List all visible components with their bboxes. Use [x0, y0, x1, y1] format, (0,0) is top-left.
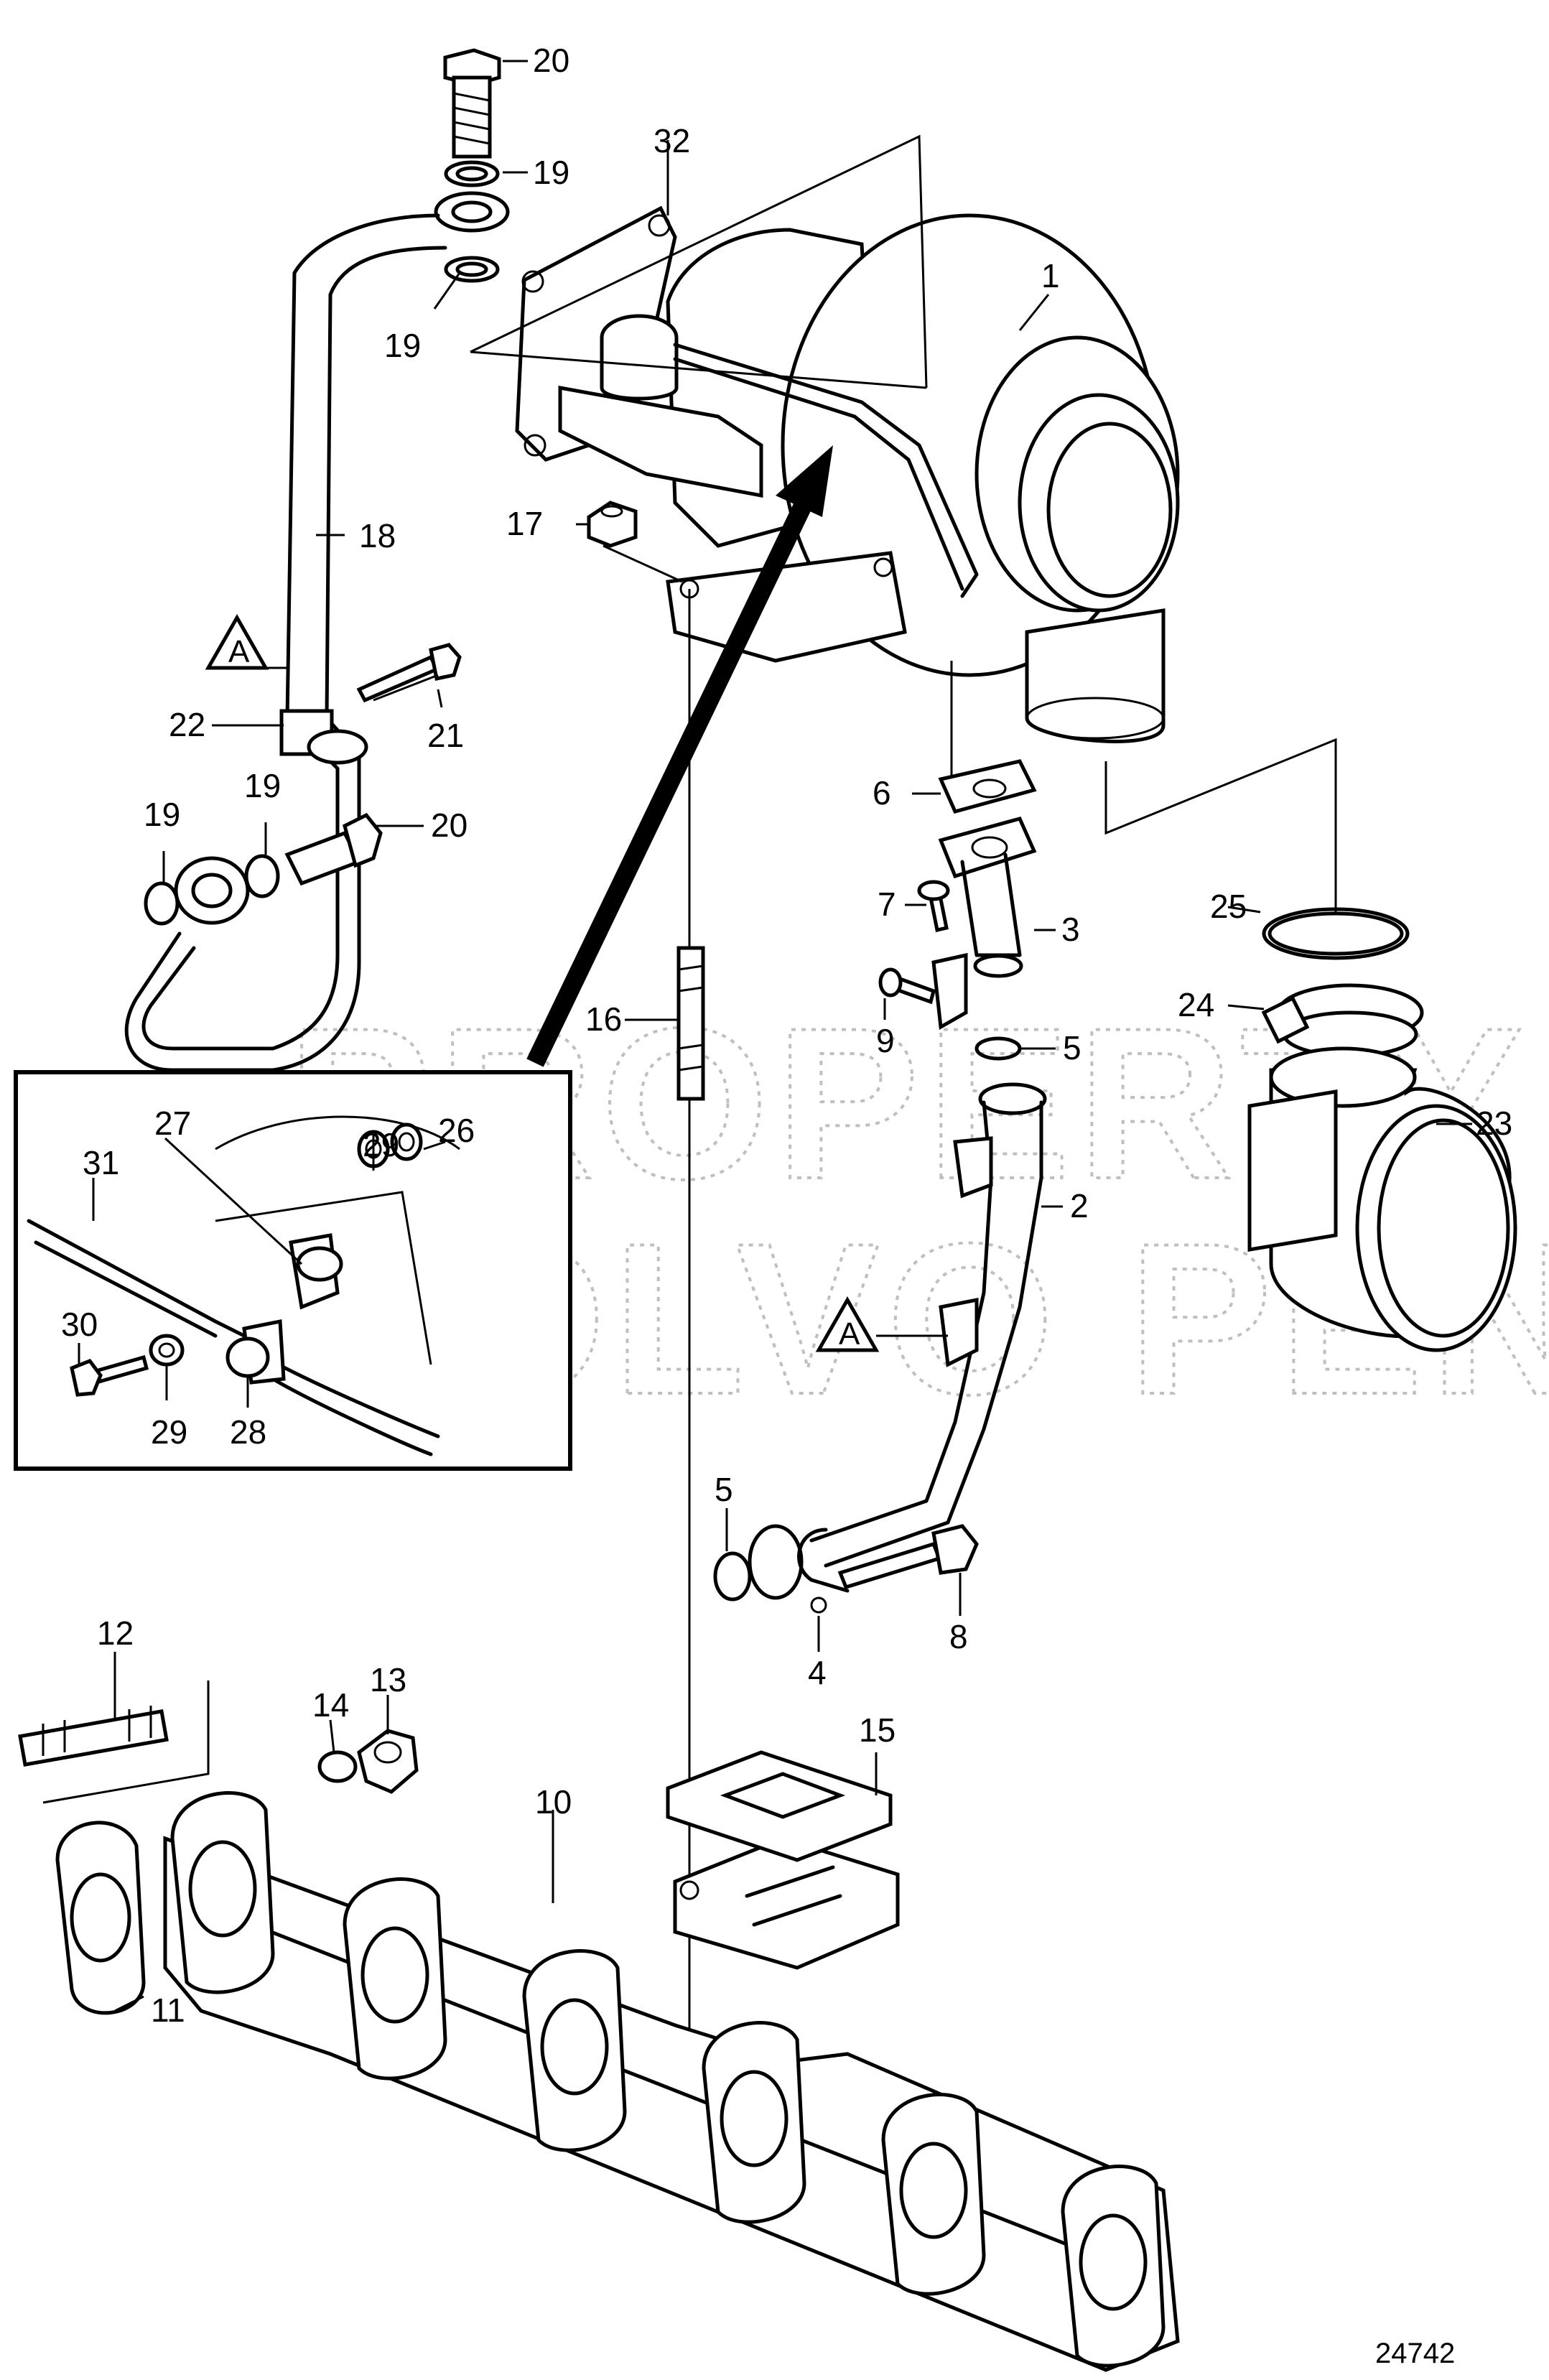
callout-5-lower: 5	[715, 1471, 733, 1508]
oil-feed-pipe	[124, 48, 510, 1072]
callout-23: 23	[1476, 1105, 1512, 1142]
callout-14: 14	[312, 1686, 349, 1724]
callout-18: 18	[359, 517, 396, 554]
callout-28: 28	[230, 1413, 266, 1451]
callout-13: 13	[370, 1661, 406, 1698]
callout-11: 11	[151, 1991, 185, 2029]
callout-17: 17	[506, 505, 543, 542]
callout-15: 15	[859, 1711, 896, 1749]
callout-1: 1	[1041, 257, 1060, 294]
callout-27: 27	[154, 1105, 191, 1142]
callout-labels: 20 19 19 32 1 18 17 21 22 19 19 20 6 7 3…	[61, 42, 1512, 2029]
callout-24: 24	[1178, 986, 1214, 1023]
marker-a-lower: A	[839, 1316, 860, 1352]
callout-26: 26	[438, 1112, 475, 1149]
callout-10: 10	[535, 1783, 572, 1821]
marker-a-upper: A	[228, 634, 250, 669]
callout-19-right: 19	[244, 767, 281, 804]
oil-return-pipe	[713, 759, 1047, 1614]
callout-30: 30	[61, 1306, 98, 1343]
callout-22: 22	[169, 706, 205, 743]
reference-markers: A A	[205, 613, 948, 1352]
inset-detail	[14, 1070, 572, 1471]
callout-29-bottom: 29	[151, 1413, 187, 1451]
callout-29-top: 29	[363, 1126, 399, 1163]
callout-12: 12	[97, 1614, 134, 1652]
callout-leaders	[78, 60, 1472, 2012]
callout-32: 32	[653, 122, 690, 159]
callout-7: 7	[878, 885, 896, 923]
callout-19-top: 19	[533, 154, 569, 191]
exhaust-manifold	[18, 1681, 1180, 2372]
detail-arrow	[526, 445, 833, 1067]
callout-16: 16	[585, 1000, 622, 1038]
callout-4: 4	[808, 1654, 827, 1691]
callout-2: 2	[1070, 1187, 1089, 1224]
callout-9: 9	[876, 1022, 895, 1059]
callout-6: 6	[873, 774, 891, 812]
stud-16	[676, 946, 705, 1101]
callout-19-left: 19	[144, 796, 180, 833]
callout-31: 31	[83, 1144, 119, 1181]
intake-elbow	[1247, 907, 1517, 1352]
turbocharger	[515, 205, 1180, 743]
callout-20-top: 20	[533, 42, 569, 79]
callout-8: 8	[949, 1618, 968, 1655]
callout-19-mid: 19	[384, 327, 421, 364]
callout-25: 25	[1210, 888, 1247, 925]
callout-5-upper: 5	[1063, 1029, 1081, 1066]
callout-20-lower: 20	[431, 806, 468, 844]
leader-frame-lines	[470, 134, 1337, 2097]
callout-3: 3	[1061, 911, 1080, 948]
diagram-number: 24742	[1375, 2338, 1455, 2369]
callout-21: 21	[427, 717, 464, 754]
